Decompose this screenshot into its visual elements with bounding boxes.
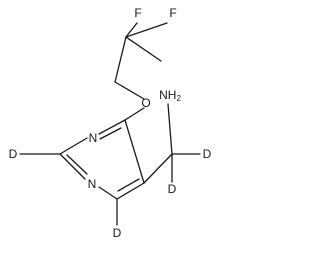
atom-labels: F F O N N D D D D NH2 xyxy=(9,6,212,240)
atom-deuterium-ch2-down: D xyxy=(168,182,177,196)
bond-ch2-o xyxy=(114,81,145,100)
amine-subscript: 2 xyxy=(176,94,181,103)
bond-c5-cd2 xyxy=(143,153,173,184)
atom-fluorine-1: F xyxy=(134,6,141,20)
bond-f1-cf2 xyxy=(125,22,138,38)
atom-oxygen: O xyxy=(141,96,150,110)
bond-c2-n1 xyxy=(59,153,86,180)
amine-nh: NH xyxy=(159,88,176,102)
atom-nitrogen-top: N xyxy=(89,131,98,145)
bond-cf2-ch2 xyxy=(114,36,127,83)
atom-deuterium-ch2-right: D xyxy=(203,147,212,161)
chemical-structure: F F O N N D D D D NH2 xyxy=(9,6,212,240)
bond-cf2-f2 xyxy=(125,22,168,38)
bond-c6-c5 xyxy=(116,182,145,200)
atom-nitrogen-bottom: N xyxy=(88,177,97,191)
bond-c2-n1-double xyxy=(66,154,88,175)
bond-cd2-nh2 xyxy=(167,103,173,155)
bonds xyxy=(19,22,201,226)
atom-deuterium-c6: D xyxy=(113,226,122,240)
atom-amine: NH2 xyxy=(159,88,181,103)
bond-n3-c2 xyxy=(59,137,88,155)
bond-c5-c4 xyxy=(124,119,145,184)
bond-cf2-methyl xyxy=(125,36,162,62)
bond-c4-n3 xyxy=(98,119,126,135)
atom-fluorine-2: F xyxy=(169,6,176,20)
bond-c4-n3-double xyxy=(99,127,122,140)
bond-c6-c5-double xyxy=(117,178,140,192)
bond-n1-c6 xyxy=(98,186,118,200)
bond-o-c4 xyxy=(124,107,145,121)
atom-deuterium-c2: D xyxy=(9,147,18,161)
